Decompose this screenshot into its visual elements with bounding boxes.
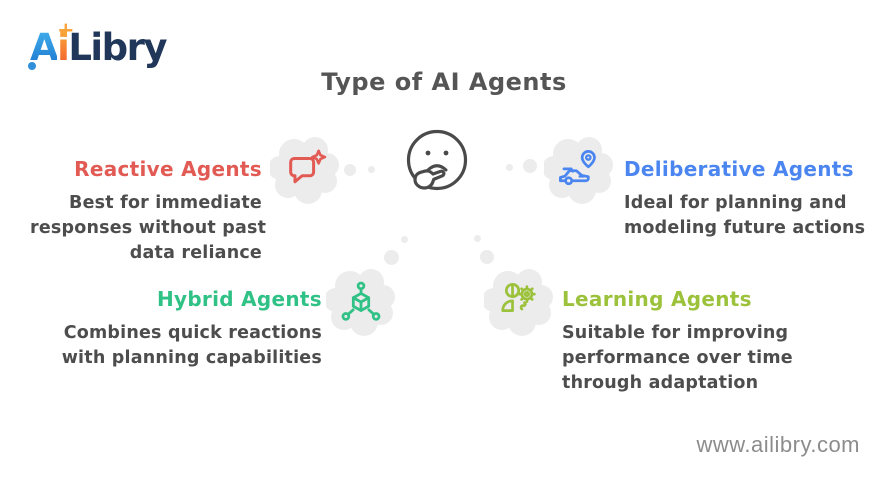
logo-wordmark: Libry xyxy=(68,26,167,69)
reactive-icon-cloud xyxy=(270,134,340,206)
logo-letter-i: i xyxy=(57,26,70,69)
learning-agents-label: Learning Agents xyxy=(562,287,752,311)
page-title: Type of AI Agents xyxy=(321,68,567,96)
brand-logo: +AiLibry xyxy=(28,18,167,82)
thought-dot xyxy=(480,250,494,264)
cloud-blob xyxy=(484,269,553,336)
thought-dot xyxy=(401,236,408,243)
reactive-description-line: data reliance xyxy=(129,243,262,263)
learning-description-line: Suitable for improving xyxy=(562,323,789,343)
logo-dot xyxy=(28,62,36,70)
chat-sparkle-icon xyxy=(289,149,327,184)
deliberative-agents-block: Deliberative Agents Ideal for planning a… xyxy=(624,157,874,241)
hybrid-agents-block: Hybrid Agents Combines quick reactions w… xyxy=(40,287,322,371)
deliberative-description-line: modeling future actions xyxy=(624,218,866,238)
deliberative-description-line: Ideal for planning and xyxy=(624,193,847,213)
learning-description-line: performance over time xyxy=(562,348,793,368)
thought-dot xyxy=(523,159,537,173)
hybrid-agents-label: Hybrid Agents xyxy=(156,287,322,311)
reactive-agents-label: Reactive Agents xyxy=(74,157,262,181)
car-location-pin-icon xyxy=(559,150,596,186)
website-url: www.ailibry.com xyxy=(696,432,860,457)
reactive-description-line: responses without past xyxy=(30,218,267,238)
thought-dot xyxy=(384,250,399,265)
learning-description-line: through adaptation xyxy=(562,373,759,393)
reactive-description-line: Best for immediate xyxy=(69,193,262,213)
hybrid-description-line: Combines quick reactions xyxy=(63,323,322,343)
thought-dot xyxy=(368,166,375,173)
hybrid-icon-cloud xyxy=(326,266,396,338)
reactive-agents-block: Reactive Agents Best for immediate respo… xyxy=(30,157,267,266)
thought-dot xyxy=(506,164,513,171)
deliberative-agents-label: Deliberative Agents xyxy=(624,157,854,181)
thought-dot xyxy=(474,235,481,242)
cube-network-icon xyxy=(341,281,381,321)
logo-plus-sparkle-icon: + xyxy=(57,18,75,42)
person-gear-icon xyxy=(501,282,536,312)
learning-agents-block: Learning Agents Suitable for improving p… xyxy=(562,287,832,396)
logo-letter-a: A xyxy=(30,26,59,69)
learning-icon-cloud xyxy=(484,266,554,338)
thought-dot xyxy=(344,164,356,176)
deliberative-icon-cloud xyxy=(544,134,614,206)
hybrid-description-line: with planning capabilities xyxy=(61,348,322,368)
thinking-face-icon xyxy=(406,129,468,191)
